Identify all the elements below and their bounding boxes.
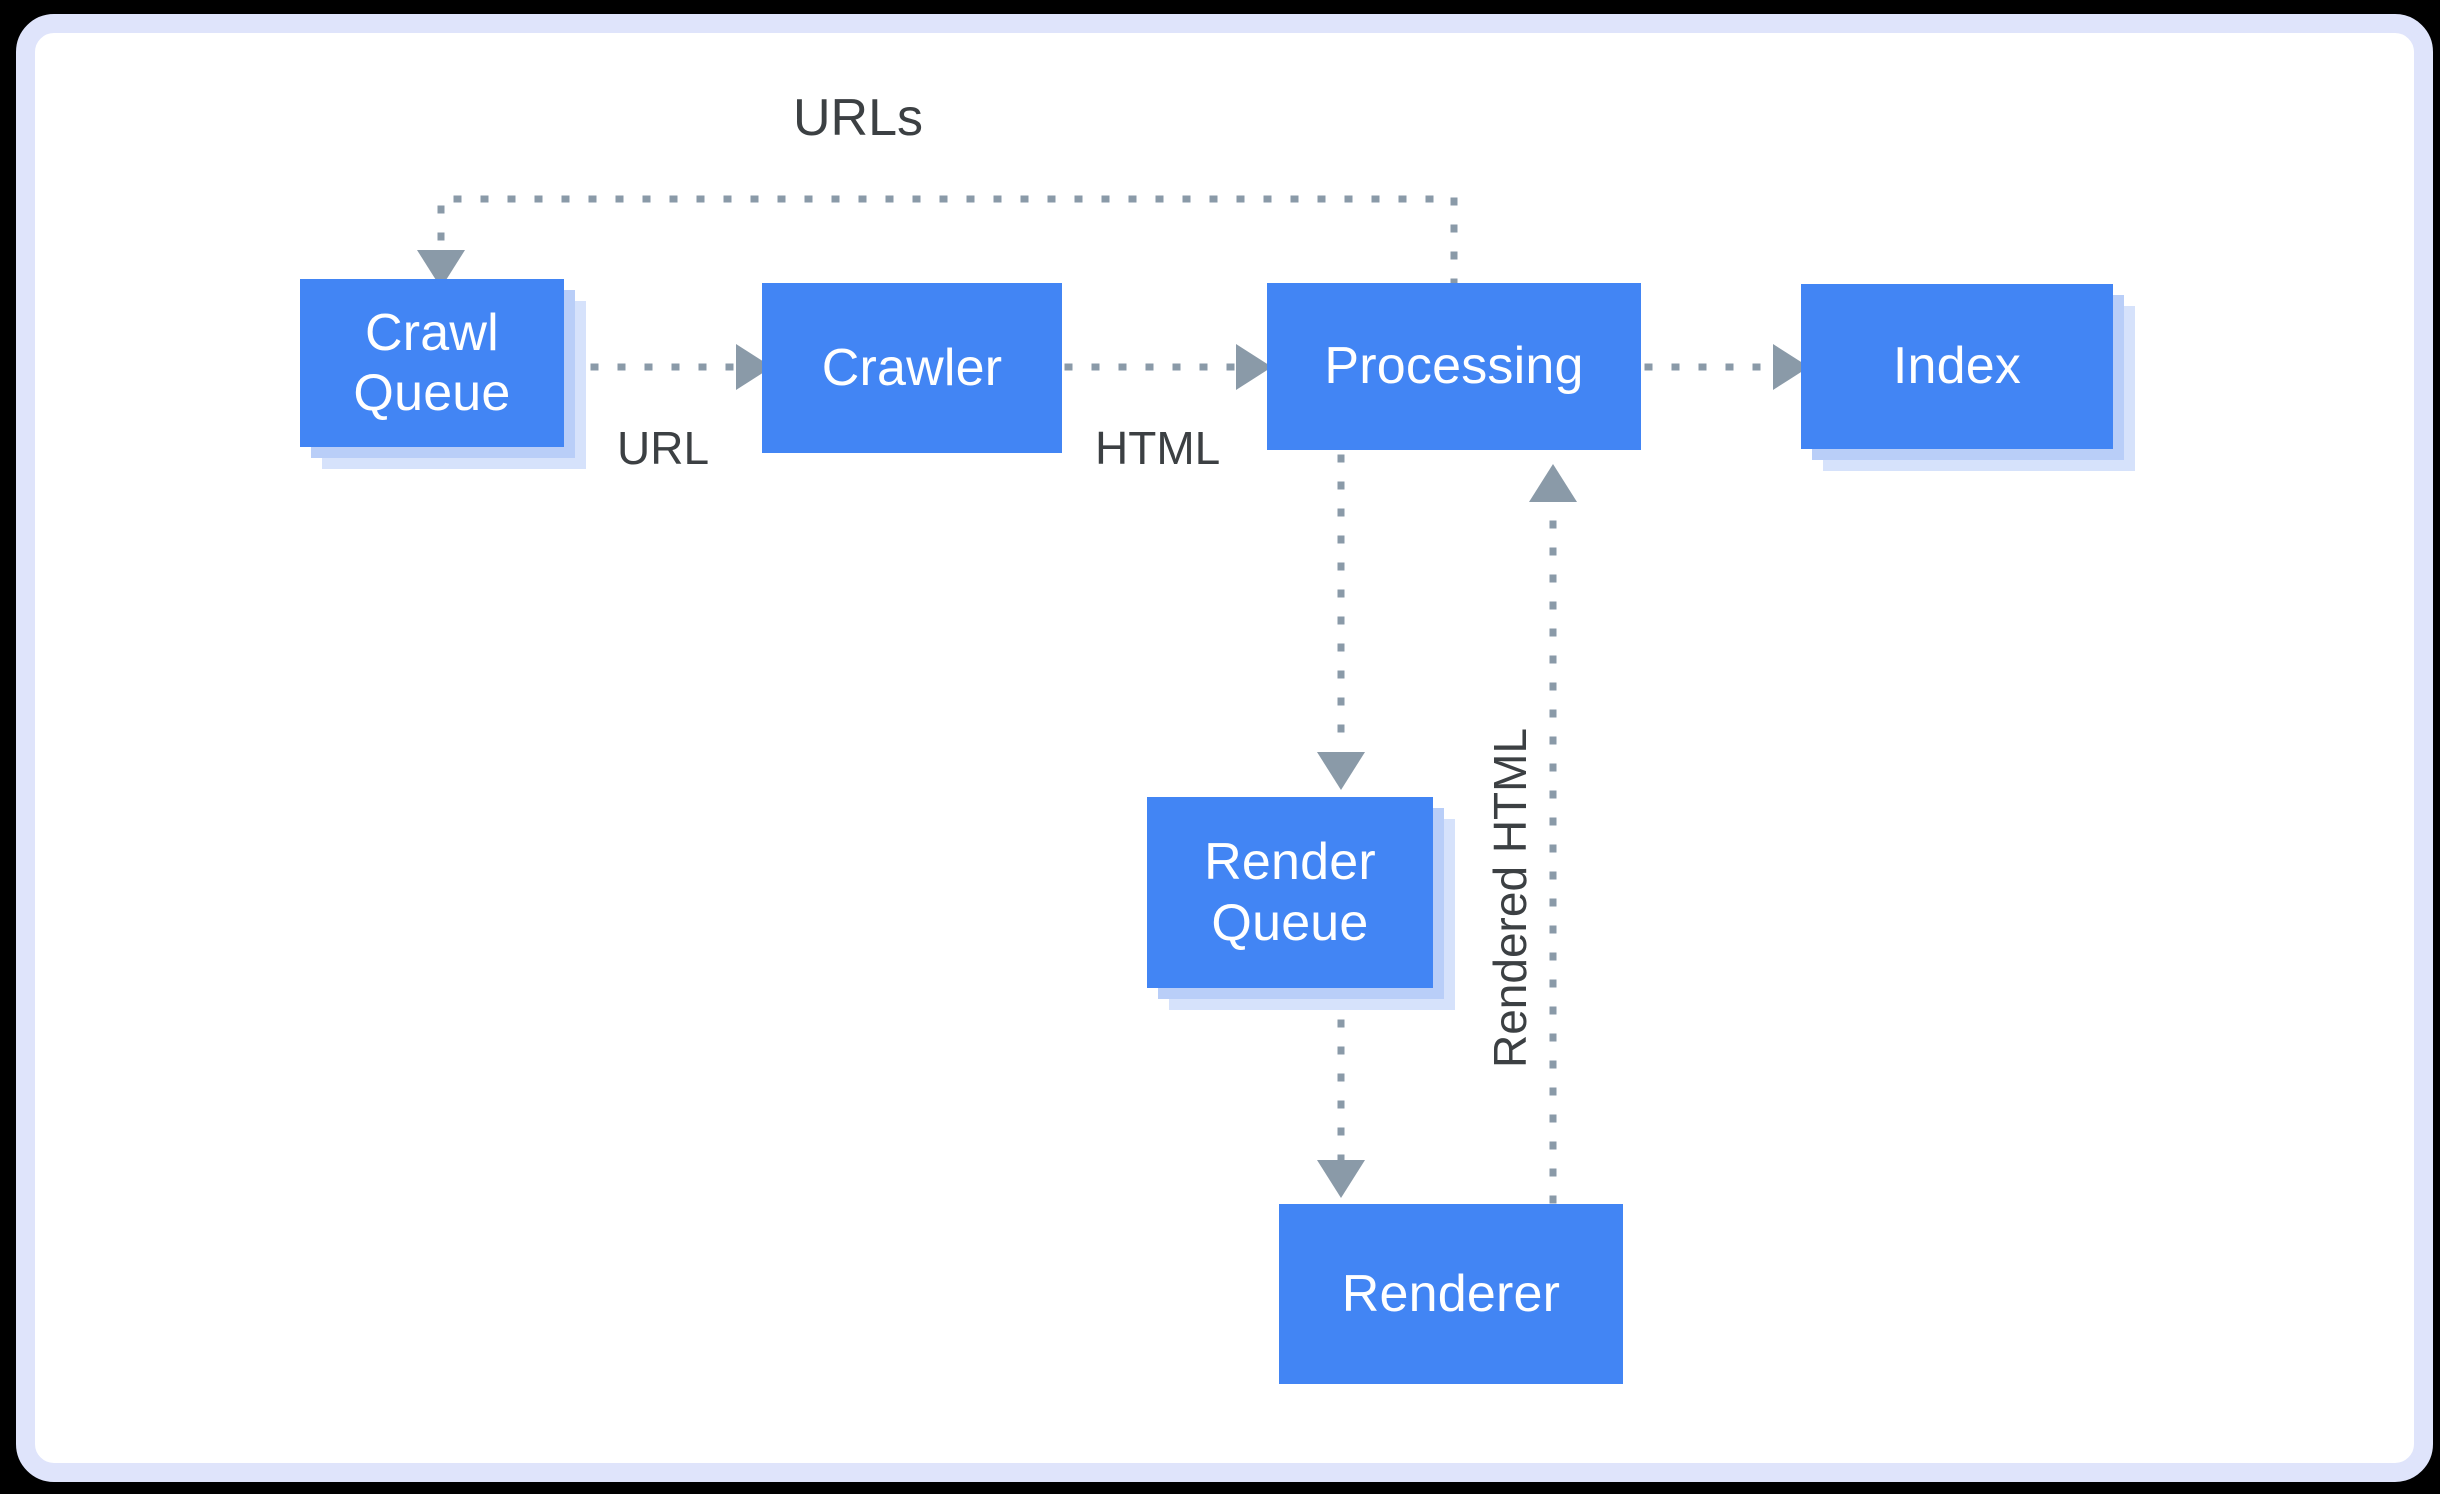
edge-html	[1064, 344, 1272, 390]
node-crawl-queue[interactable]: Crawl Queue	[300, 279, 564, 447]
edge-rendered-html-arrowhead	[1529, 464, 1577, 502]
node-renderer-label: Renderer	[1341, 1264, 1561, 1323]
edge-to-renderer-arrowhead	[1317, 1160, 1365, 1198]
edge-url	[590, 344, 772, 390]
edge-to-index-arrowhead	[1773, 344, 1809, 390]
edge-rendered-html	[1529, 464, 1577, 1204]
node-index[interactable]: Index	[1801, 284, 2113, 449]
node-crawler[interactable]: Crawler	[762, 283, 1062, 453]
edge-urls-arrowhead	[417, 250, 465, 288]
diagram-card	[16, 14, 2433, 1482]
edge-to-render-queue	[1317, 454, 1365, 790]
node-crawl-queue-label: Crawl Queue	[353, 303, 511, 422]
node-render-queue[interactable]: Render Queue	[1147, 797, 1433, 988]
node-render-queue-label: Render Queue	[1204, 833, 1376, 952]
edge-urls-line	[437, 195, 1458, 287]
edge-url-arrowhead	[736, 344, 772, 390]
edge-to-index	[1644, 344, 1809, 390]
node-processing[interactable]: Processing	[1267, 283, 1641, 450]
edge-urls	[417, 195, 1458, 288]
node-processing-label: Processing	[1324, 337, 1584, 396]
node-renderer[interactable]: Renderer	[1279, 1204, 1623, 1384]
edge-label-rendered-html: Rendered HTML	[1484, 727, 1536, 1068]
node-crawler-label: Crawler	[821, 338, 1003, 397]
edge-label-html: HTML	[1095, 422, 1221, 474]
edge-html-arrowhead	[1236, 344, 1272, 390]
node-index-label: Index	[1892, 337, 2022, 396]
edge-to-renderer	[1317, 992, 1365, 1198]
edge-label-urls: URLs	[793, 89, 924, 147]
edge-to-render-queue-arrowhead	[1317, 752, 1365, 790]
edge-label-url: URL	[617, 422, 710, 474]
